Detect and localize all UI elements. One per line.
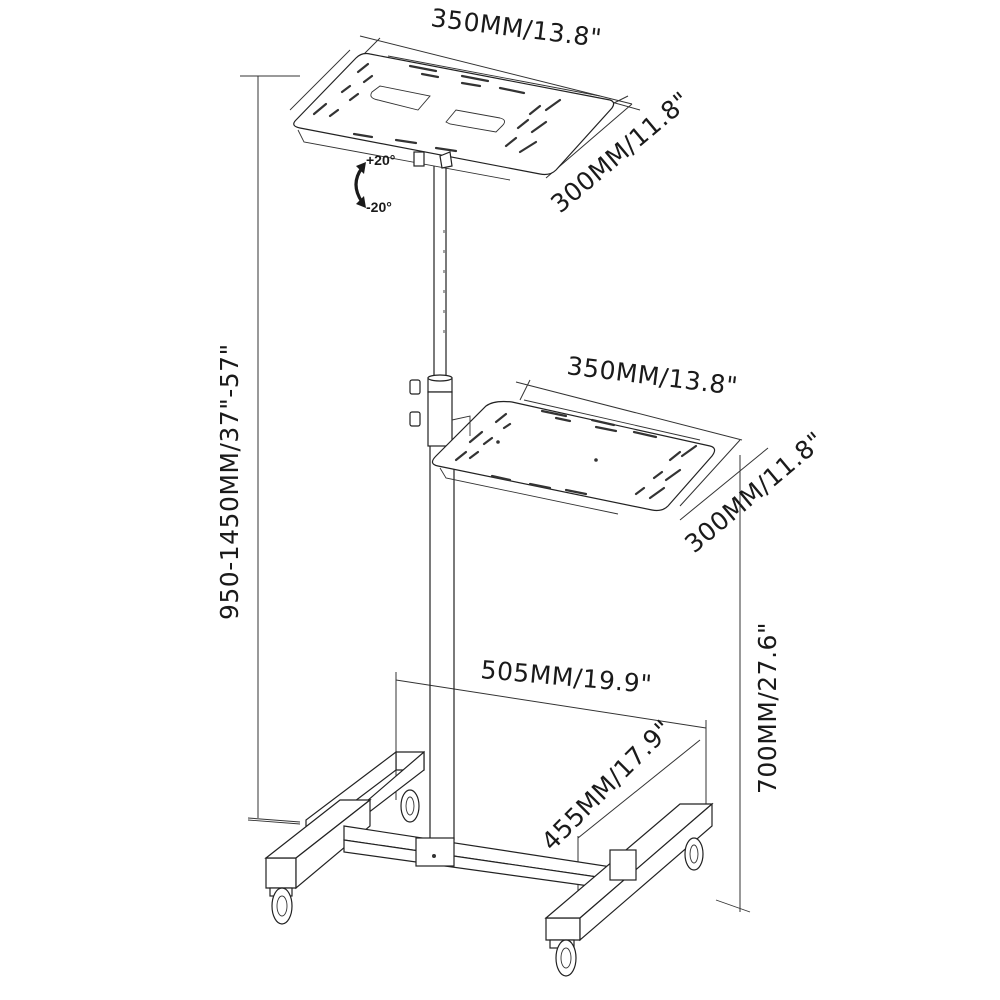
side-tray-slots <box>454 409 698 500</box>
caster-front-right <box>549 939 577 977</box>
tilt-down-label: -20° <box>366 199 392 215</box>
base-width-label: 505MM/19.9" <box>479 655 653 699</box>
casters <box>269 789 704 977</box>
tilt-up-label: +20° <box>366 152 395 168</box>
caster-back-right <box>684 837 704 871</box>
side-tray-height-label: 700MM/27.6" <box>753 622 782 794</box>
overall-height-label: 950-1450MM/37"-57" <box>215 343 244 620</box>
tilt-indicator: +20° -20° <box>354 152 395 215</box>
side-tray <box>431 399 716 515</box>
side-tray-width-label: 350MM/13.8" <box>565 351 739 401</box>
caster-back-left <box>400 789 420 823</box>
caster-front-left <box>269 887 293 925</box>
base-frame <box>264 750 714 942</box>
telescopic-pole <box>409 166 455 840</box>
tray-slots <box>312 62 562 154</box>
top-tray <box>289 49 615 181</box>
top-tray-width-label: 350MM/13.8" <box>429 3 603 53</box>
